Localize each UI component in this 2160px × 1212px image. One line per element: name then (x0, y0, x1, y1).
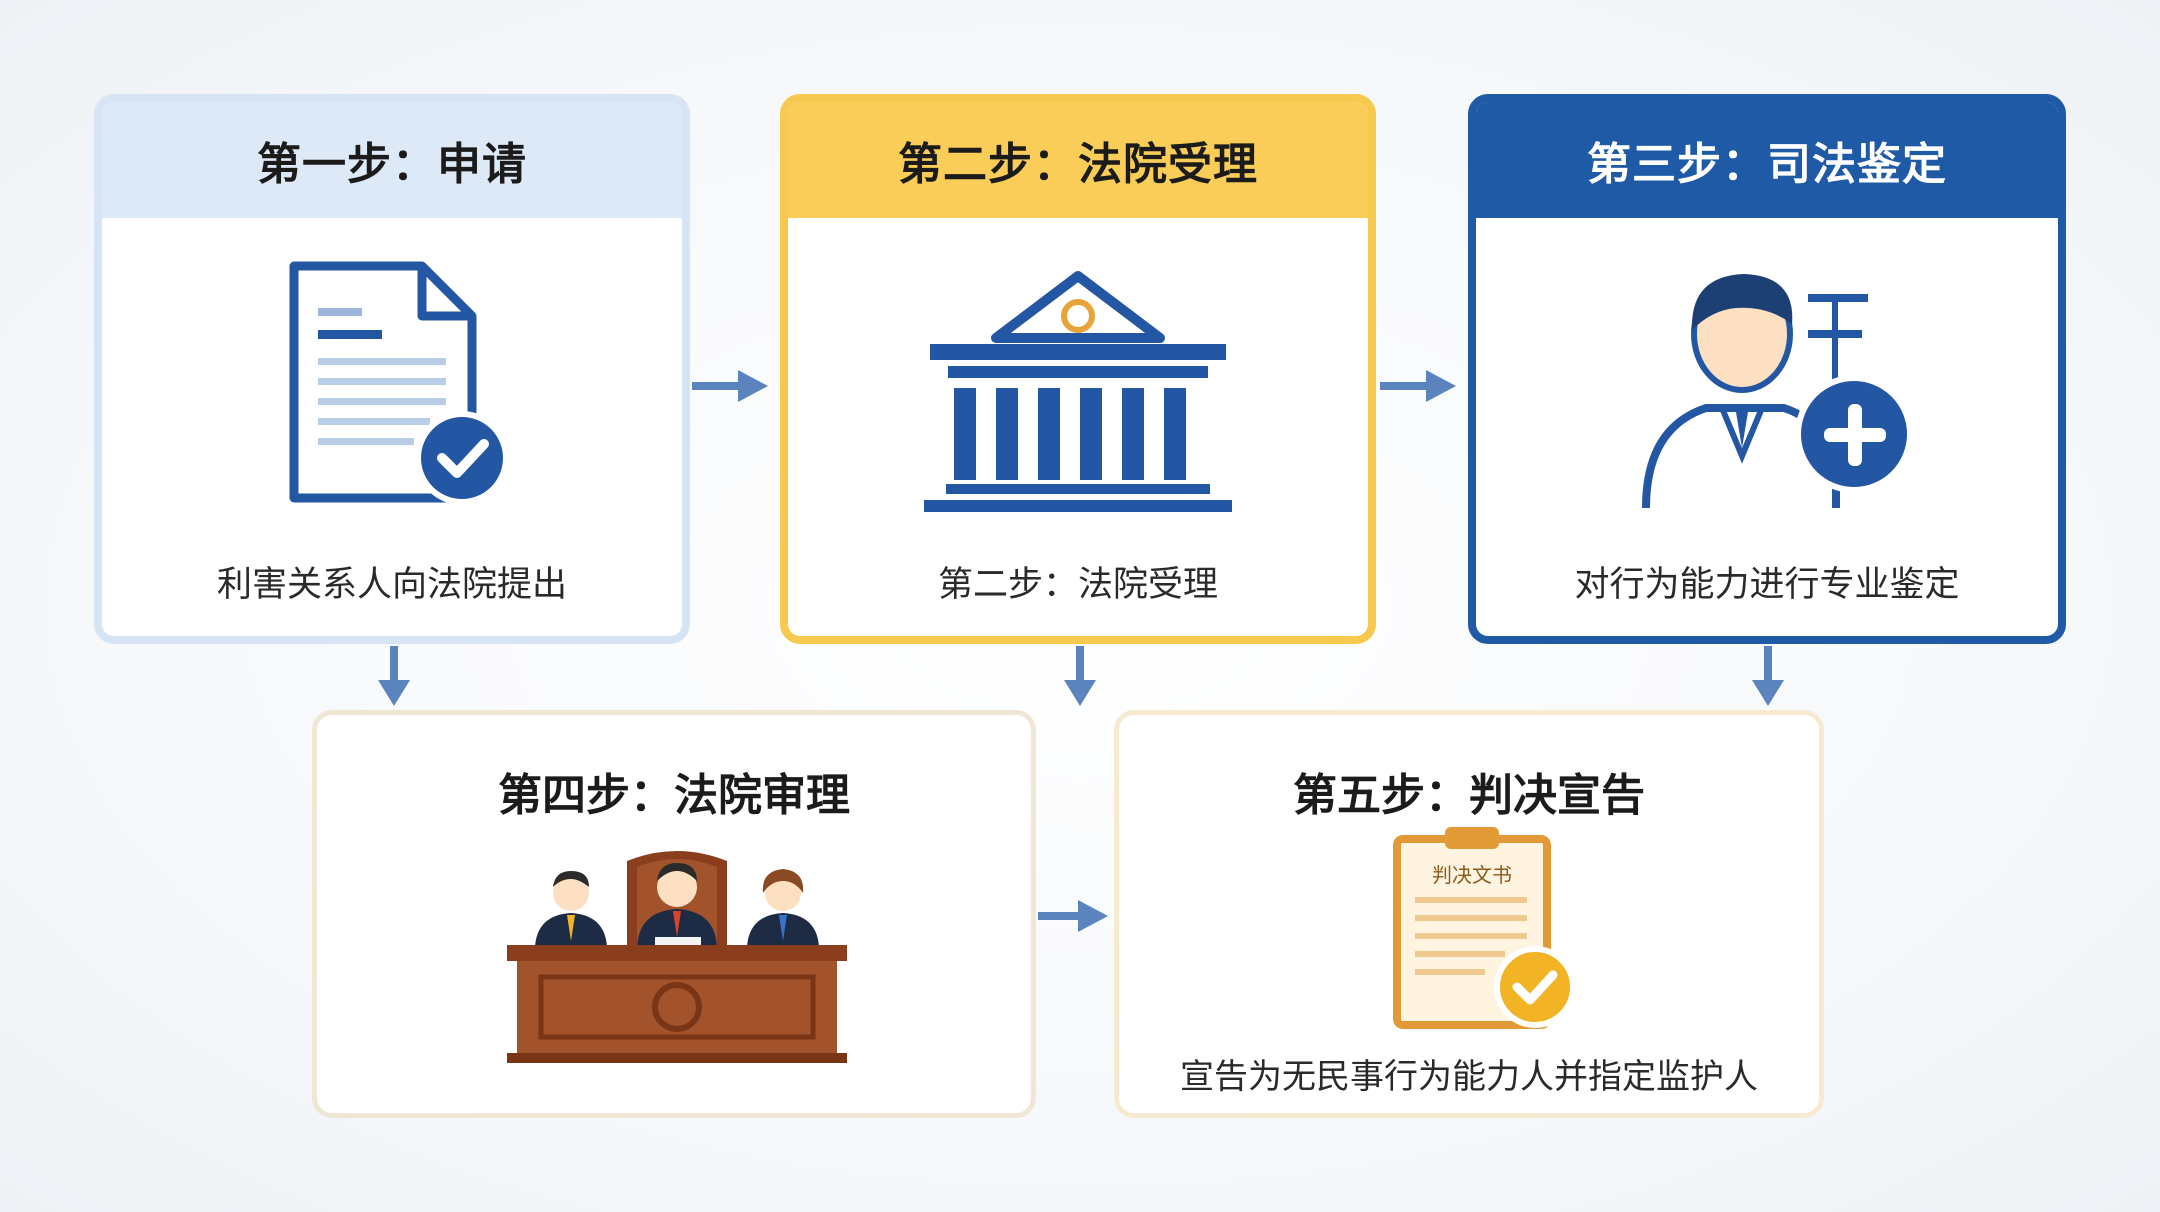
arrow-step1-to-step2 (692, 370, 768, 402)
step-4-title: 第四步：法院审理 (498, 770, 850, 821)
step-4-card: 第四步：法院审理 (312, 710, 1036, 1118)
arrow-step1-down (378, 646, 410, 706)
step-1-title: 第一步：申请 (102, 102, 682, 218)
arrow-step2-to-step3 (1380, 370, 1456, 402)
verdict-document-icon: 判决文书 (1389, 825, 1579, 1035)
step-2-title: 第二步：法院受理 (788, 102, 1368, 218)
step-2-card: 第二步：法院受理 第二步：法院受理 (780, 94, 1376, 644)
step-5-title: 第五步：判决宣告 (1293, 770, 1645, 821)
courthouse-icon (924, 271, 1232, 512)
arrow-step4-to-step5 (1038, 900, 1108, 932)
step-1-caption: 利害关系人向法院提出 (216, 565, 567, 605)
step-5-card: 第五步：判决宣告 判决文书 宣告为无民事行为能力人并指定监护人 (1114, 710, 1824, 1118)
step-2-caption: 第二步：法院受理 (937, 565, 1218, 605)
step-3-card: 第三步：司法鉴定 对行为能力进行专业鉴定 (1468, 94, 2066, 644)
step-3-title: 第三步：司法鉴定 (1476, 102, 2058, 218)
arrow-step2-down (1064, 646, 1096, 706)
arrow-step3-down (1752, 646, 1784, 706)
document-label: 判决文书 (1432, 863, 1512, 887)
court-bench-icon (507, 851, 847, 1063)
step-3-caption: 对行为能力进行专业鉴定 (1574, 565, 1960, 605)
document-check-icon (289, 261, 509, 505)
step-5-caption: 宣告为无民事行为能力人并指定监护人 (1180, 1057, 1758, 1097)
doctor-plus-icon (1642, 274, 1913, 509)
step-1-card: 第一步：申请 利害关系人向法院提出 (94, 94, 690, 644)
